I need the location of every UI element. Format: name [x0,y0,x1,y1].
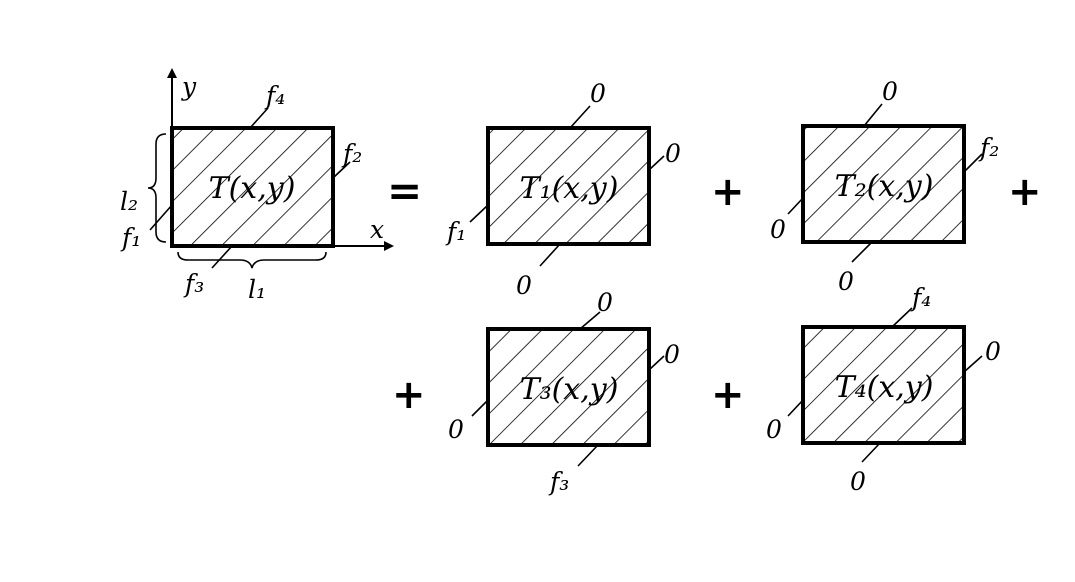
sub-problem-3: T₃(x,y) 0 0 f₃ 0 [448,288,680,496]
sub4-left-label: 0 [766,415,782,444]
width-label: l₁ [248,275,266,304]
sub-problem-2: T₂(x,y) 0 f₂ 0 0 [770,77,999,296]
height-label: l₂ [120,187,138,216]
sub2-right-label: f₂ [978,133,999,162]
plus-sign-3: + [392,372,426,418]
sub2-left-label: 0 [770,215,786,244]
plus-sign-1: + [711,169,745,215]
main-bottom-label: f₃ [183,269,204,298]
sub-rectangle-1 [486,126,651,246]
sub1-right-label: 0 [665,139,681,168]
sub1-bottom-leader [539,243,561,267]
sub-rectangle-2 [801,124,966,244]
sub4-top-label: f₄ [910,283,931,312]
main-top-label: f₄ [264,81,285,110]
sub1-bottom-label: 0 [516,271,532,300]
sub2-bottom-label: 0 [838,267,854,296]
sub1-left-label: f₁ [445,217,466,246]
sub2-bottom-leader [851,241,873,263]
sub3-bottom-label: f₃ [548,467,569,496]
plus-sign-4: + [711,372,745,418]
sub4-right-label: 0 [985,337,1001,366]
sub2-right-leader [963,153,983,173]
sub1-top-leader [569,105,591,129]
main-right-label: f₂ [341,139,362,168]
sub-function-label-4: T₄(x,y) [835,370,934,405]
sub-rectangle-4 [801,325,966,445]
main-problem: x y T(x,y) f₄ f₂ f₁ f₃ l₂ l₁ [120,68,394,304]
main-bottom-leader [211,245,233,269]
sub3-top-leader [579,311,601,330]
sub2-top-leader [863,103,883,127]
sub3-left-leader [471,399,489,417]
width-brace [177,251,327,269]
main-left-label: f₁ [120,223,141,252]
y-axis-label: y [181,72,197,101]
sub2-left-leader [787,197,804,215]
main-right-leader [332,161,351,179]
height-brace [147,133,167,243]
sub1-right-leader [648,155,665,171]
sub4-bottom-leader [861,442,881,463]
main-function-label: T(x,y) [209,171,296,206]
sub4-left-leader [787,399,804,417]
sub4-right-leader [963,355,983,373]
sub1-top-label: 0 [590,79,606,108]
sub-problem-1: T₁(x,y) 0 0 0 f₁ [445,79,681,300]
x-axis-label: x [370,215,384,244]
main-rectangle [170,126,335,248]
sub-rectangle-3 [486,327,651,447]
sub3-right-leader [648,355,665,371]
sub1-left-leader [469,204,489,223]
sub-function-label-2: T₂(x,y) [835,169,934,204]
main-top-leader [249,107,269,129]
sub3-top-label: 0 [597,288,613,317]
sub-function-label-1: T₁(x,y) [520,171,619,206]
sub3-bottom-leader [577,444,599,467]
sub2-top-label: 0 [882,77,898,106]
plus-sign-2: + [1008,169,1042,215]
sub3-right-label: 0 [664,340,680,369]
sub3-left-label: 0 [448,415,464,444]
equals-sign: = [387,166,422,215]
main-left-leader [149,204,173,231]
sub4-bottom-label: 0 [850,467,866,496]
sub4-top-leader [891,307,913,328]
sub-problem-4: T₄(x,y) f₄ 0 0 0 [766,283,1001,496]
sub-function-label-3: T₃(x,y) [520,372,619,407]
